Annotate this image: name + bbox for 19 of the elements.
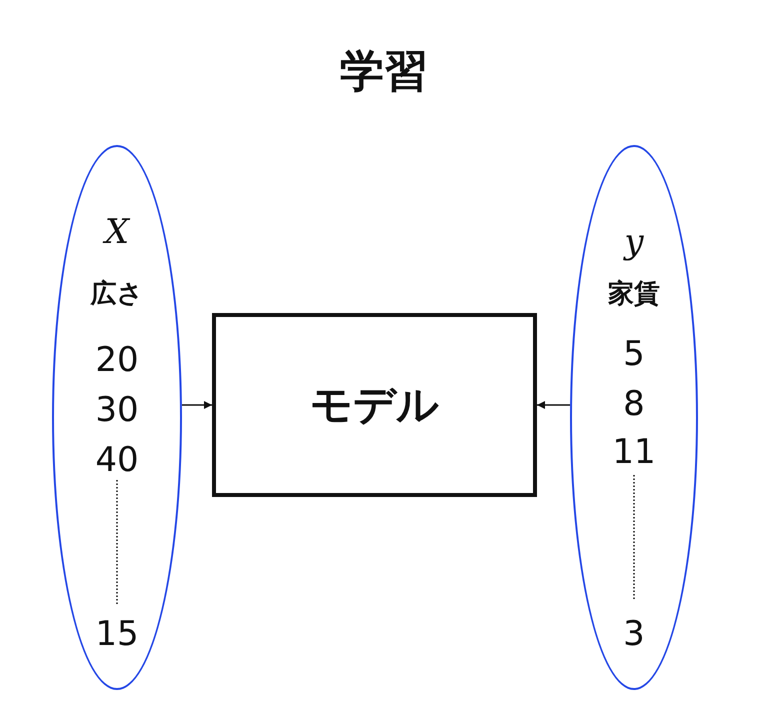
data-value: 40: [95, 443, 139, 477]
data-value: 11: [612, 435, 656, 469]
data-value: 8: [623, 387, 645, 421]
data-value: 20: [95, 343, 139, 377]
title: 学習: [339, 45, 429, 99]
arrow: [537, 401, 570, 409]
column-heading: 家賃: [608, 281, 660, 307]
data-value: 15: [95, 617, 139, 651]
data-ellipse: [570, 145, 698, 690]
data-value: 30: [95, 393, 139, 427]
model-label: モデル: [310, 379, 439, 431]
data-ellipse: [52, 145, 182, 690]
column-heading: 広さ: [90, 281, 144, 307]
data-value: 3: [623, 617, 645, 651]
variable-symbol: X: [104, 215, 130, 249]
model-box: [212, 313, 537, 497]
variable-symbol: y: [624, 225, 644, 259]
arrow: [182, 401, 212, 409]
data-value: 5: [623, 337, 645, 371]
